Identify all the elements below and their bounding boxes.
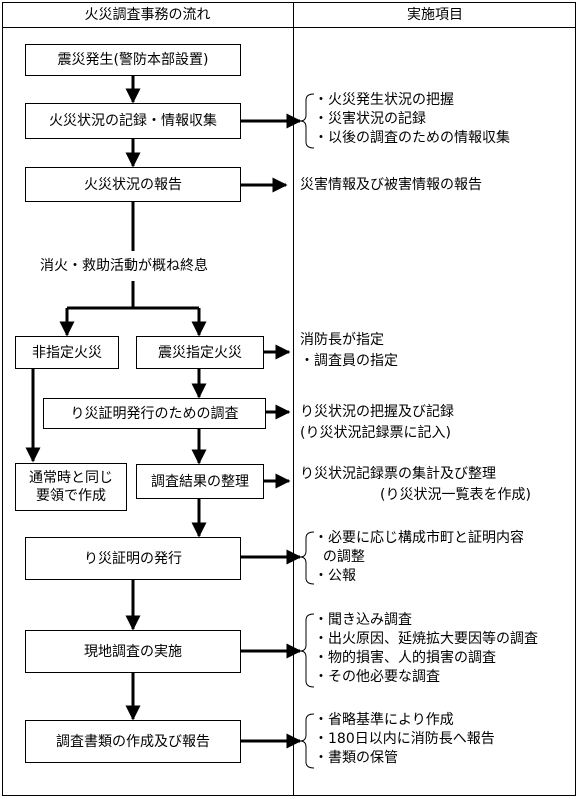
item-line: の調整 — [314, 549, 365, 565]
items-field-investigation: ・聞き込み調査 ・出火原因、延焼拡大要因等の調査 ・物的損害、人的損害の調査 ・… — [314, 611, 538, 687]
item-line: ・公報 — [314, 568, 356, 584]
box-earthquake-designated-fire: 震災指定火災 — [136, 336, 264, 369]
item-line: ・物的損害、人的損害の調査 — [314, 650, 496, 666]
item-tabulate-forms: り災状況記録票の集計及び整理 — [300, 466, 496, 482]
items-documents: ・省略基準により作成 ・180日以内に消防長へ報告 ・書類の保管 — [314, 711, 495, 768]
item-create-list: (り災状況一覧表を作成) — [380, 487, 531, 503]
item-line: ・火災発生状況の把握 — [314, 92, 454, 108]
items-issue-certificate: ・必要に応じ構成市町と証明内容 の調整 ・公報 — [314, 529, 524, 586]
item-chief-designates: 消防長が指定 — [300, 332, 384, 348]
item-line: ・災害状況の記録 — [314, 111, 426, 127]
right-column-header: 実施項目 — [407, 7, 463, 23]
box-non-designated-fire: 非指定火災 — [15, 336, 119, 369]
header-divider — [2, 27, 576, 28]
item-line: ・出火原因、延焼拡大要因等の調査 — [314, 631, 538, 647]
item-damage-status: り災状況の把握及び記録 — [300, 404, 454, 420]
item-line: ・省略基準により作成 — [314, 712, 454, 728]
box-organize-results: 調査結果の整理 — [136, 464, 264, 499]
item-damage-record-form: (り災状況記録票に記入) — [300, 425, 451, 441]
item-report-info: 災害情報及び被害情報の報告 — [300, 177, 482, 193]
left-column-header: 火災調査事務の流れ — [84, 7, 211, 23]
box-survey-for-certificate: り災証明発行のための調査 — [43, 398, 266, 429]
box-issue-certificate: り災証明の発行 — [25, 537, 241, 580]
item-line: ・必要に応じ構成市町と証明内容 — [314, 530, 524, 546]
item-line: ・180日以内に消防長へ報告 — [314, 731, 495, 747]
item-line: ・聞き込み調査 — [314, 612, 412, 628]
box-documents-report: 調査書類の作成及び報告 — [25, 720, 241, 763]
items-fire-record: ・火災発生状況の把握 ・災害状況の記録 ・以後の調査のための情報収集 — [314, 91, 510, 148]
column-divider — [293, 2, 294, 796]
box-record-fire-status: 火災状況の記録・情報収集 — [25, 103, 241, 139]
item-line: ・その他必要な調査 — [314, 669, 440, 685]
box-field-investigation: 現地調査の実施 — [25, 630, 241, 673]
label-activities-end: 消火・救助活動が概ね終息 — [40, 258, 208, 274]
item-investigator-designation: ・調査員の指定 — [300, 353, 398, 369]
box-report-fire-status: 火災状況の報告 — [25, 167, 241, 202]
item-line: ・以後の調査のための情報収集 — [314, 130, 510, 146]
box-same-as-normal: 通常時と同じ 要領で作成 — [15, 463, 127, 511]
box-earthquake-occurs: 震災発生(警防本部設置) — [25, 44, 241, 76]
item-line: ・書類の保管 — [314, 750, 398, 766]
